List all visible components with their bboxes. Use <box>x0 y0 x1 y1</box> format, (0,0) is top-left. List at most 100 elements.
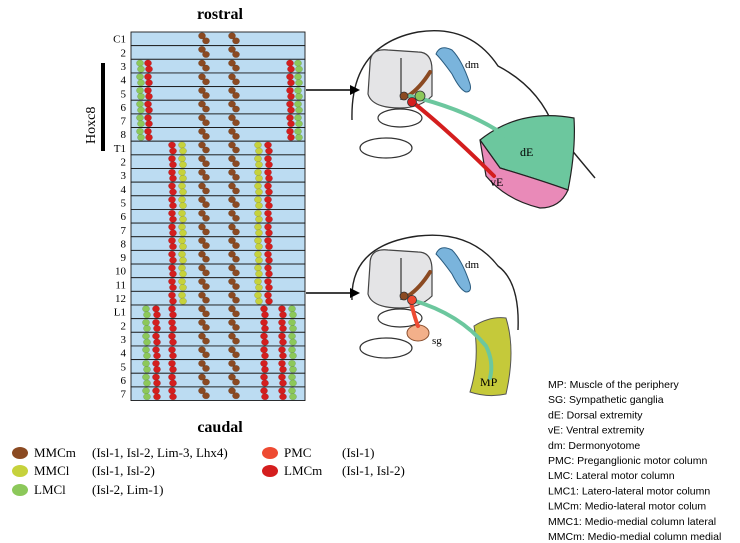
motor-neuron-cell <box>142 387 150 395</box>
motor-neuron-cell <box>137 92 145 100</box>
segment-row <box>130 222 306 238</box>
motor-neuron-cells <box>136 32 303 401</box>
motor-neuron-cell <box>279 325 287 332</box>
motor-neuron-cell <box>137 79 145 87</box>
segment-label: 6 <box>121 375 127 387</box>
motor-neuron-cell <box>178 168 186 176</box>
motor-neuron-cell <box>294 59 302 67</box>
motor-neuron-cell <box>202 337 210 345</box>
abbreviation-entry: dm: Dermonyotome <box>548 440 640 452</box>
motor-neuron-cell <box>179 284 187 291</box>
motor-neuron-cell <box>278 305 286 313</box>
motor-neuron-cell <box>254 209 262 217</box>
motor-neuron-cell <box>144 127 152 135</box>
motor-neuron-cell <box>232 173 240 181</box>
legend-abbr: LMCl <box>34 482 66 497</box>
motor-neuron-cell <box>144 59 152 67</box>
legend-markers: (Isl-2, Lim-1) <box>92 482 163 497</box>
motor-neuron-cell <box>260 305 268 313</box>
abbreviation-entry: MMC1: Medio-medial column lateral <box>548 516 716 528</box>
motor-neuron-cell <box>286 114 294 122</box>
motor-neuron-cell <box>286 86 294 94</box>
motor-neuron-cell <box>144 114 152 122</box>
segment-row <box>130 99 306 115</box>
motor-neuron-cell <box>169 270 177 278</box>
motor-neuron-cell <box>261 365 269 373</box>
motor-neuron-cell <box>198 278 206 285</box>
motor-neuron-cell <box>202 296 210 304</box>
motor-neuron-cell <box>228 332 236 340</box>
motor-neuron-cell <box>179 188 187 196</box>
motor-neuron-cell <box>254 278 262 285</box>
segment-row <box>130 58 306 74</box>
motor-neuron-cell <box>152 332 160 340</box>
motor-neuron-cell <box>228 59 236 67</box>
segment-label: 7 <box>121 225 127 237</box>
segment-label: 5 <box>121 197 127 209</box>
motor-neuron-cell <box>288 332 296 340</box>
motor-neuron-cell <box>179 256 187 264</box>
motor-neuron-cell <box>198 332 206 340</box>
body-outline-lower <box>351 234 519 331</box>
motor-neuron-cell <box>286 59 294 67</box>
motor-pool-lmcl <box>414 90 426 102</box>
motor-pool-lmcm <box>407 97 417 107</box>
motor-neuron-cell <box>232 242 240 250</box>
segment-label: 4 <box>121 184 127 196</box>
motor-neuron-cell <box>153 311 161 319</box>
legend-swatch <box>12 484 28 496</box>
motor-neuron-cell <box>232 201 240 209</box>
motor-neuron-cell <box>145 79 153 87</box>
motor-neuron-cell <box>198 100 206 108</box>
segment-label: 4 <box>121 75 127 87</box>
motor-neuron-cell <box>278 319 286 326</box>
motor-neuron-cell <box>142 332 150 340</box>
motor-neuron-cell <box>260 319 268 326</box>
motor-neuron-cell <box>232 160 240 168</box>
motor-neuron-cell <box>178 223 186 231</box>
motor-pool-mmcm <box>399 91 409 101</box>
vE-label: vE <box>490 175 503 189</box>
motor-neuron-cell <box>294 73 302 81</box>
motor-neuron-cell <box>136 114 144 122</box>
motor-neuron-cell <box>264 141 272 149</box>
motor-neuron-cell <box>136 100 144 108</box>
segment-row <box>130 113 306 129</box>
motor-neuron-cell <box>261 338 269 346</box>
segment-label: 4 <box>121 348 127 360</box>
motor-neuron-cell <box>255 229 263 237</box>
motor-neuron-cell <box>202 269 210 277</box>
dE-label: dE <box>520 145 533 159</box>
motor-neuron-cell <box>202 119 210 127</box>
motor-neuron-cell <box>287 92 295 100</box>
motor-neuron-cell <box>137 65 145 73</box>
motor-neuron-cell <box>278 373 286 381</box>
motor-neuron-cell <box>265 161 273 169</box>
motor-neuron-cell <box>143 325 151 332</box>
motor-neuron-cell <box>232 78 240 86</box>
motor-neuron-cell <box>260 332 268 340</box>
legend-markers: (Isl-1) <box>342 445 375 460</box>
motor-neuron-cell <box>143 379 151 387</box>
motor-neuron-cell <box>168 359 176 367</box>
legend-markers: (Isl-1, Isl-2, Lim-3, Lhx4) <box>92 445 228 460</box>
motor-neuron-cell <box>178 141 186 149</box>
abbreviation-entry: LMCm: Medio-lateral motor colum <box>548 501 706 513</box>
motor-neuron-cell <box>144 100 152 108</box>
motor-neuron-cell <box>232 119 240 127</box>
motor-neuron-cell <box>169 174 177 182</box>
motor-neuron-cell <box>289 311 297 319</box>
legend-item-mmcm: MMCm(Isl-1, Isl-2, Lim-3, Lhx4) <box>12 445 228 460</box>
motor-neuron-cell <box>153 352 161 360</box>
motor-neuron-cell <box>286 73 294 81</box>
motor-neuron-cell <box>228 250 236 258</box>
motor-neuron-cell <box>265 202 273 210</box>
motor-neuron-cell <box>143 393 151 401</box>
segment-row <box>130 249 306 265</box>
motor-neuron-cell <box>202 392 210 400</box>
motor-neuron-cell <box>255 161 263 169</box>
segment-label: 6 <box>121 102 127 114</box>
motor-neuron-cell <box>179 161 187 169</box>
mmcm-axon-bottom <box>406 270 432 298</box>
caudal-label: caudal <box>197 419 243 436</box>
